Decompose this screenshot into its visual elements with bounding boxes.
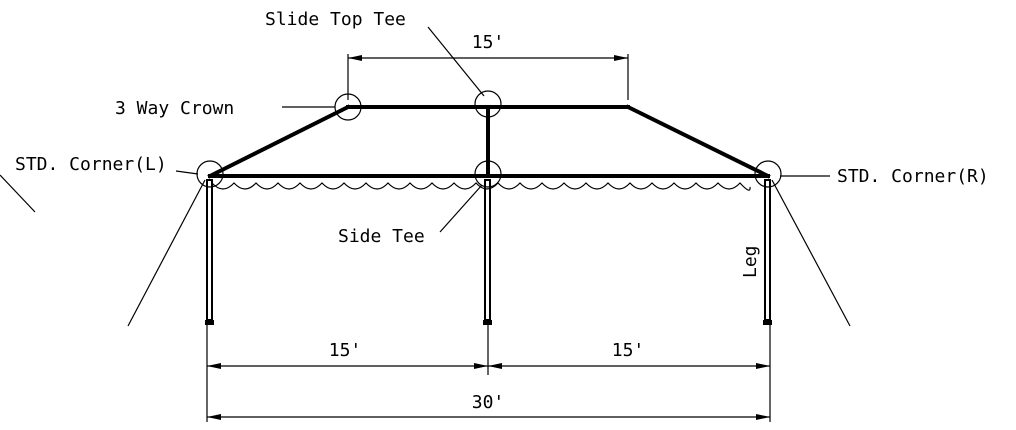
std-corner-left-label: STD. Corner(L) [15, 154, 167, 175]
right-foot [763, 320, 772, 325]
off-edge-leader [0, 174, 36, 213]
top-dim-arrow-left [348, 55, 362, 61]
part-labels: Slide Top Tee 3 Way Crown STD. Corner(L)… [15, 9, 989, 278]
top-dim-label: 15' [472, 32, 505, 53]
leg-label: Leg [740, 245, 761, 278]
slide-top-tee-label: Slide Top Tee [265, 9, 406, 30]
right-leg [764, 179, 771, 321]
half-dim-arrow-2 [474, 363, 488, 369]
center-foot [483, 320, 492, 325]
left-leg [206, 179, 213, 321]
slide-top-tee-leader [427, 26, 485, 97]
center-leg [484, 179, 491, 321]
left-rafter [207, 104, 351, 179]
left-slant-line [127, 179, 206, 327]
overall-dim-arrow-right [756, 414, 770, 420]
side-tee-leader [439, 184, 483, 233]
bottom-left-dim-label: 15' [329, 340, 362, 361]
overall-dim-label: 30' [472, 392, 505, 413]
top-dimension: 15' [347, 32, 629, 100]
side-tee-label: Side Tee [338, 226, 425, 247]
top-tee-fitting [474, 90, 502, 118]
top-dim-arrow-right [614, 55, 628, 61]
right-slant-line [771, 179, 851, 327]
corner-left-leader [175, 170, 199, 175]
bottom-dimensions: 15' 15' 30' [206, 325, 771, 422]
half-dim-arrow-4 [756, 363, 770, 369]
half-dim-arrow-3 [488, 363, 502, 369]
corner-right-fitting [754, 160, 782, 188]
left-foot [205, 320, 214, 325]
roof-frame [207, 104, 771, 179]
bottom-right-dim-label: 15' [612, 340, 645, 361]
legs [205, 179, 772, 325]
overall-dim-arrow-left [207, 414, 221, 420]
three-way-crown-label: 3 Way Crown [115, 98, 234, 119]
half-dim-arrow-1 [207, 363, 221, 369]
right-rafter [625, 104, 771, 179]
std-corner-right-label: STD. Corner(R) [837, 166, 989, 187]
side-tee-fitting [474, 160, 502, 188]
leaders [0, 26, 851, 327]
valance [211, 182, 751, 191]
